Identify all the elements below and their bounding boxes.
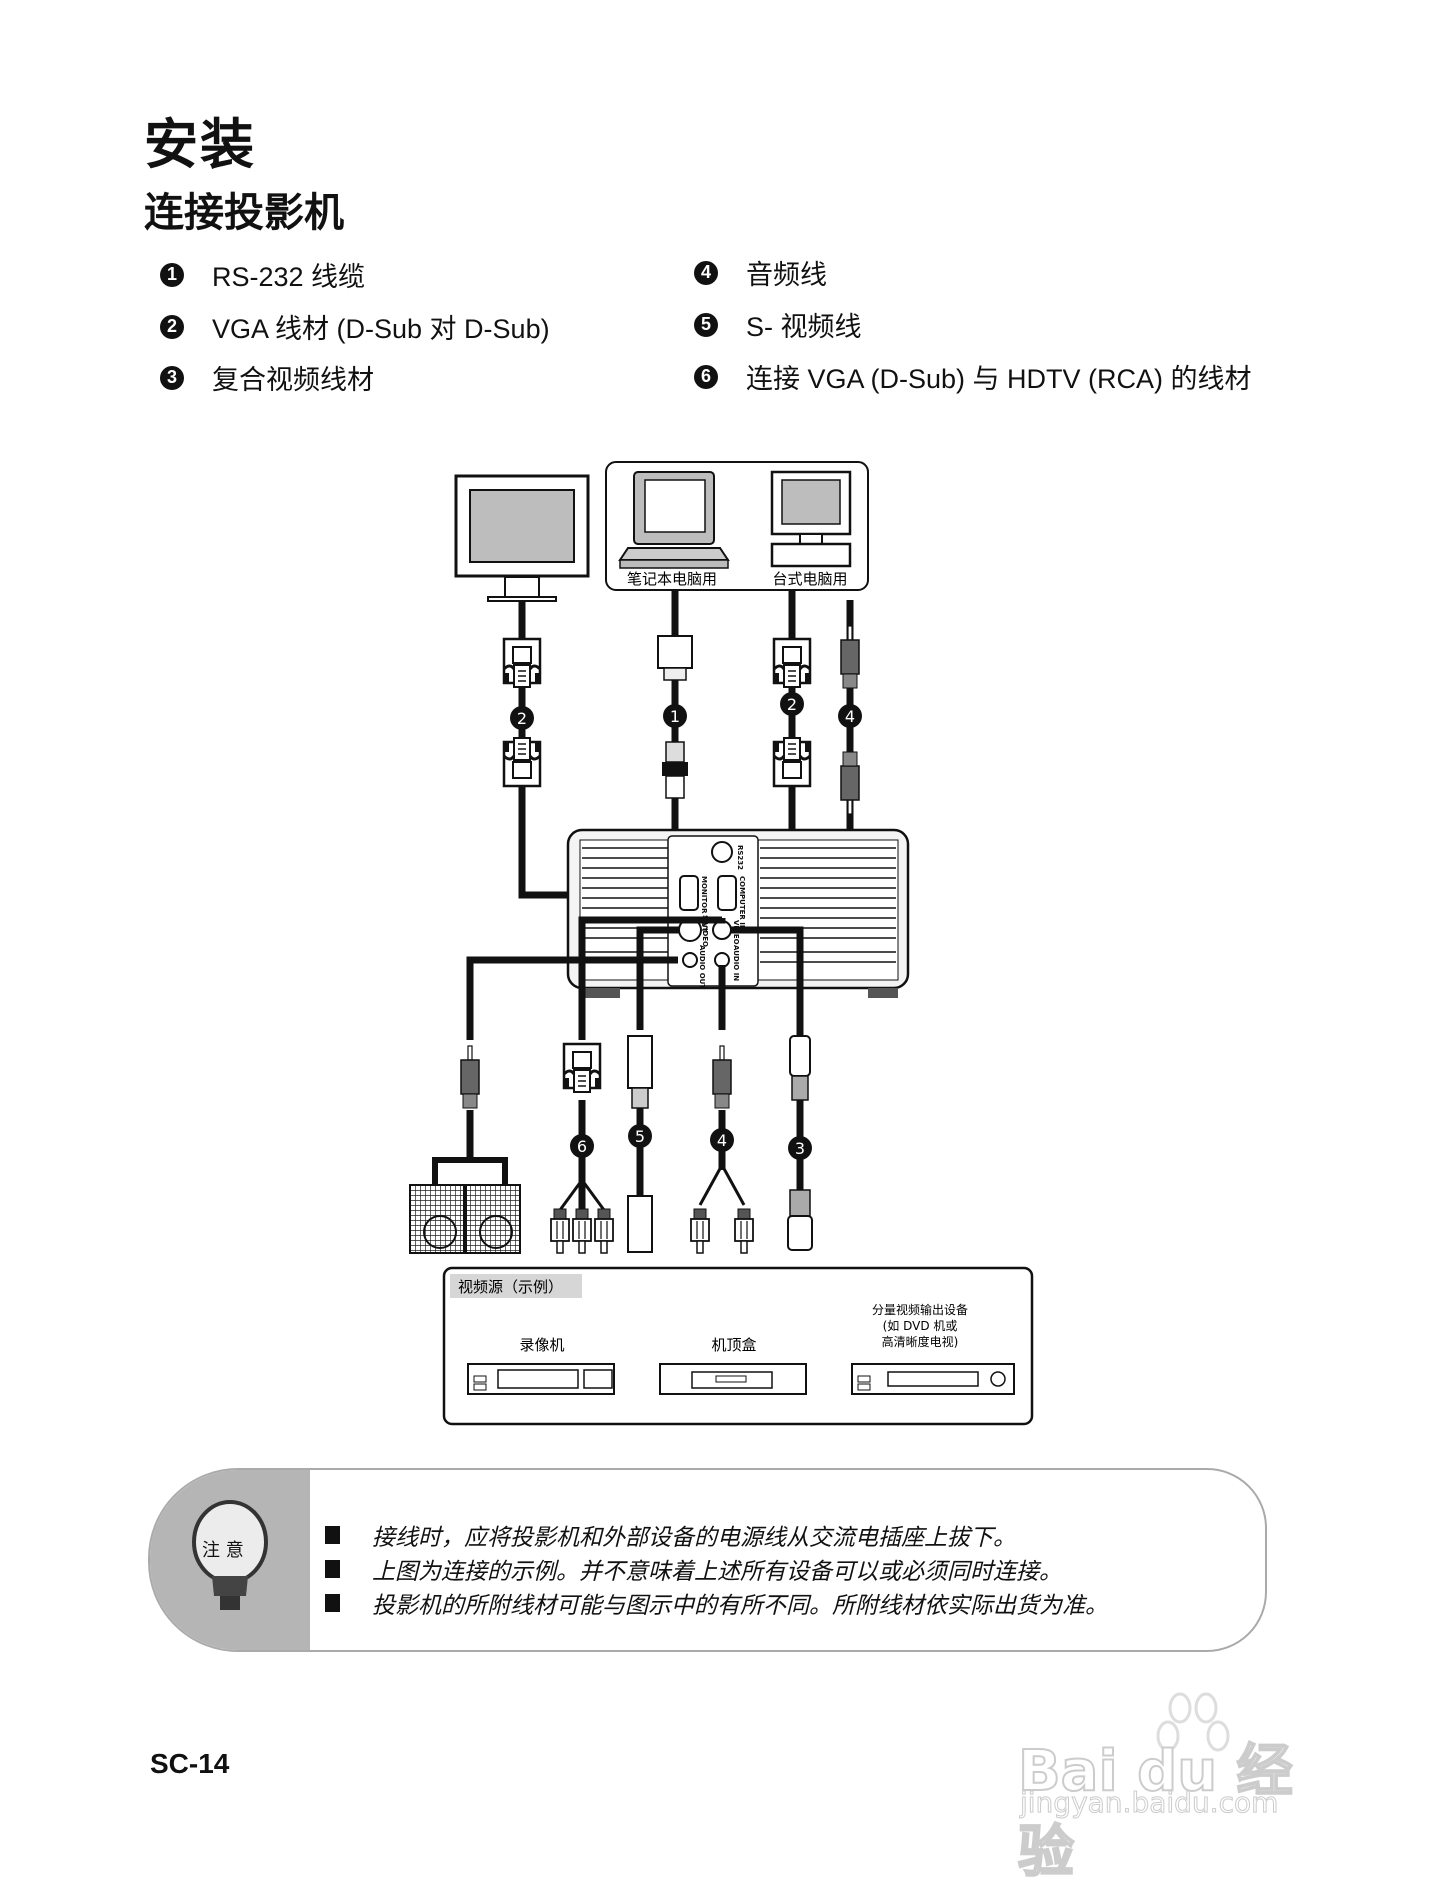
legend-item: 6 连接 VGA (D-Sub) 与 HDTV (RCA) 的线材	[694, 357, 1252, 396]
svg-text:4: 4	[717, 1131, 727, 1150]
number-badge: 2	[160, 314, 184, 339]
desktop-icon	[770, 470, 852, 568]
note-item: 上图为连接的示例。并不意味着上述所有设备可以或必须同时连接。	[325, 1552, 1108, 1586]
computers-panel: 笔记本电脑用 台式电脑用	[605, 461, 869, 591]
legend-label: S- 视频线	[746, 312, 862, 342]
note-box: 注 意 接线时，应将投影机和外部设备的电源线从交流电插座上拔下。 上图为连接的示…	[148, 1468, 1267, 1652]
legend-item: 3 复合视频线材	[160, 358, 374, 397]
svg-text:6: 6	[577, 1137, 587, 1156]
port-monitor-out: MONITOR OUT	[700, 876, 708, 933]
top-connectors	[502, 625, 860, 815]
legend-label: 音频线	[746, 260, 827, 290]
desktop-label: 台式电脑用	[772, 570, 847, 588]
bottom-cables	[466, 916, 804, 1040]
legend-label: 连接 VGA (D-Sub) 与 HDTV (RCA) 的线材	[746, 364, 1252, 394]
legend-item: 1 RS-232 线缆	[160, 255, 365, 294]
top-cable-markers: 2 1 2 4	[510, 692, 862, 730]
legend-label: 复合视频线材	[212, 365, 374, 395]
note-list: 接线时，应将投影机和外部设备的电源线从交流电插座上拔下。 上图为连接的示例。并不…	[325, 1518, 1108, 1620]
svg-text:2: 2	[517, 709, 527, 728]
number-badge: 1	[160, 262, 184, 287]
bullet-square-icon	[325, 1594, 340, 1612]
video-sources-panel: 视频源（示例） 录像机 机顶盒 分量视频输出设备 (如 DVD 机或 高清晰度电…	[442, 1266, 1034, 1426]
legend-label: VGA 线材 (D-Sub 对 D-Sub)	[212, 314, 550, 344]
note-item: 投影机的所附线材可能与图示中的有所不同。所附线材依实际出货为准。	[325, 1586, 1108, 1620]
component-label-3: 高清晰度电视)	[882, 1334, 959, 1349]
watermark-url: jingyan.baidu.com	[1019, 1786, 1279, 1820]
connection-diagram: 笔记本电脑用 台式电脑用 2 1 2 4	[409, 461, 1034, 1426]
baidu-paw-icon	[1156, 1692, 1230, 1752]
port-audio-out: AUDIO OUT	[698, 945, 706, 989]
lightbulb-icon	[192, 1500, 268, 1610]
svg-text:4: 4	[845, 707, 855, 726]
legend-item: 4 音频线	[694, 253, 827, 292]
port-computer-in: COMPUTER IN	[738, 876, 746, 931]
bottom-cable-markers: 6 5 4 3	[570, 1124, 812, 1160]
number-badge: 4	[694, 260, 718, 285]
number-badge: 3	[160, 365, 184, 390]
svg-text:2: 2	[787, 695, 797, 714]
legend-item: 2 VGA 线材 (D-Sub 对 D-Sub)	[160, 307, 550, 346]
svg-text:1: 1	[670, 707, 680, 726]
component-label-1: 分量视频输出设备	[872, 1302, 968, 1317]
note-item: 接线时，应将投影机和外部设备的电源线从交流电插座上拔下。	[325, 1518, 1108, 1552]
baidu-watermark: Bai du 经验 jingyan.baidu.com	[1017, 1688, 1348, 1886]
vcr-icon	[467, 1363, 615, 1395]
bullet-square-icon	[325, 1526, 340, 1544]
page-title: 安装	[144, 113, 256, 176]
monitor-icon	[454, 474, 590, 602]
port-s-video: S-VIDEO	[701, 915, 709, 947]
legend-label: RS-232 线缆	[212, 262, 366, 292]
note-badge: 注 意	[202, 1540, 244, 1561]
set-top-box-icon	[659, 1363, 807, 1395]
component-label-2: (如 DVD 机或	[883, 1318, 958, 1333]
legend-item: 5 S- 视频线	[694, 305, 862, 344]
number-badge: 6	[694, 364, 718, 389]
port-rs232: RS232	[736, 845, 744, 870]
vcr-label: 录像机	[519, 1336, 564, 1354]
dvd-player-icon	[851, 1363, 1015, 1395]
svg-text:5: 5	[635, 1127, 645, 1146]
bullet-square-icon	[325, 1560, 340, 1578]
page-number: SC-14	[150, 1748, 230, 1779]
watermark-brand: Bai du 经验	[1017, 1738, 1294, 1886]
stb-label: 机顶盒	[711, 1336, 756, 1354]
note-sidebar: 注 意	[150, 1470, 310, 1650]
notebook-label: 笔记本电脑用	[627, 570, 717, 588]
projector-rear-panel: RS232 MONITOR OUT COMPUTER IN S-VIDEO VI…	[566, 828, 910, 998]
sources-title: 视频源（示例）	[458, 1278, 563, 1296]
svg-text:3: 3	[795, 1139, 805, 1158]
speakers-icon	[409, 1184, 521, 1254]
laptop-icon	[618, 471, 730, 569]
bottom-connectors	[432, 1035, 813, 1254]
number-badge: 5	[694, 312, 718, 337]
section-title: 连接投影机	[144, 190, 344, 236]
port-audio-in: AUDIO IN	[732, 945, 740, 981]
